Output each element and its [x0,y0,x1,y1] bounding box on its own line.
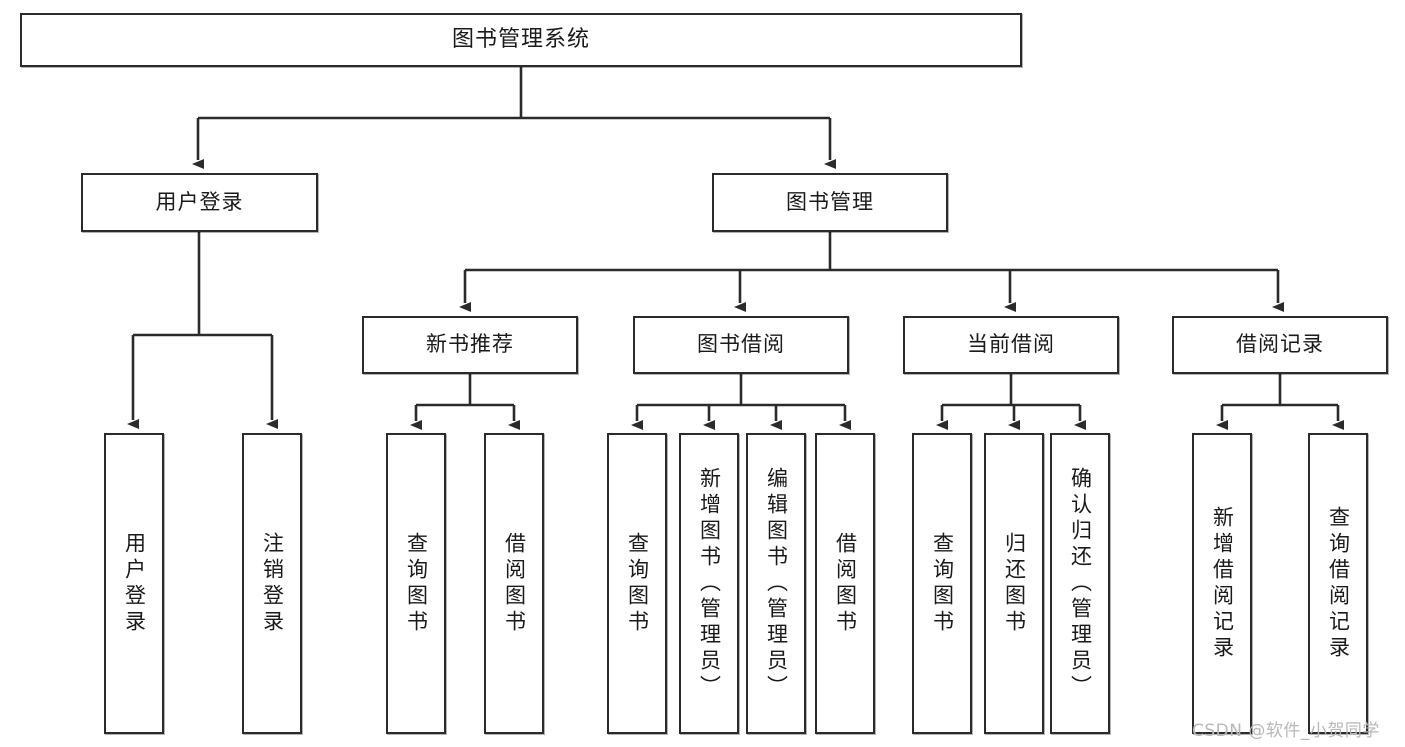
node-leaf-label: 查询借阅记录 [1326,505,1351,662]
node-leaf-label: 借阅图书 [502,531,527,636]
node-leaf-label: 查询图书 [625,531,650,636]
node-new-book-rec-label: 新书推荐 [426,332,514,357]
node-book-borrow-label: 图书借阅 [697,332,785,357]
csdn-watermark: CSDN @软件_小贺同学 [1192,721,1380,741]
node-leaf-user-login[interactable]: 用户登录 [104,433,164,734]
node-book-manage[interactable]: 图书管理 [712,173,948,232]
node-leaf-add-book[interactable]: 新增图书（管理员） [679,433,739,734]
node-leaf-logout[interactable]: 注销登录 [242,433,302,734]
node-current-borrow[interactable]: 当前借阅 [903,316,1119,374]
node-leaf-return-book[interactable]: 归还图书 [984,433,1044,734]
node-leaf-label: 查询图书 [930,531,955,636]
node-leaf-label: 注销登录 [260,531,285,636]
node-root-label: 图书管理系统 [451,26,590,52]
node-user-login[interactable]: 用户登录 [81,173,318,232]
node-current-borrow-label: 当前借阅 [967,332,1055,357]
node-leaf-confirm-return[interactable]: 确认归还（管理员） [1050,433,1110,734]
node-leaf-label: 编辑图书（管理员） [764,466,789,701]
node-leaf-label: 查询图书 [404,531,429,636]
node-leaf-query-record[interactable]: 查询借阅记录 [1308,433,1368,734]
node-borrow-record-label: 借阅记录 [1236,332,1324,357]
node-leaf-label: 确认归还（管理员） [1068,466,1093,701]
node-user-login-label: 用户登录 [155,189,244,214]
node-leaf-add-record[interactable]: 新增借阅记录 [1192,433,1252,734]
node-leaf-label: 新增图书（管理员） [697,466,722,701]
node-leaf-query-book-rec[interactable]: 查询图书 [386,433,446,734]
node-leaf-query-book-borrow[interactable]: 查询图书 [607,433,667,734]
node-root[interactable]: 图书管理系统 [20,13,1022,67]
node-leaf-query-book-cur[interactable]: 查询图书 [912,433,972,734]
node-leaf-borrow-book[interactable]: 借阅图书 [815,433,875,734]
node-leaf-label: 用户登录 [122,531,147,636]
node-new-book-rec[interactable]: 新书推荐 [362,316,578,374]
node-leaf-label: 归还图书 [1002,531,1027,636]
node-leaf-label: 新增借阅记录 [1210,505,1235,662]
node-book-manage-label: 图书管理 [786,189,874,214]
node-leaf-borrow-book-rec[interactable]: 借阅图书 [484,433,544,734]
node-borrow-record[interactable]: 借阅记录 [1172,316,1388,374]
node-leaf-edit-book[interactable]: 编辑图书（管理员） [746,433,806,734]
node-book-borrow[interactable]: 图书借阅 [633,316,849,374]
node-leaf-label: 借阅图书 [833,531,858,636]
